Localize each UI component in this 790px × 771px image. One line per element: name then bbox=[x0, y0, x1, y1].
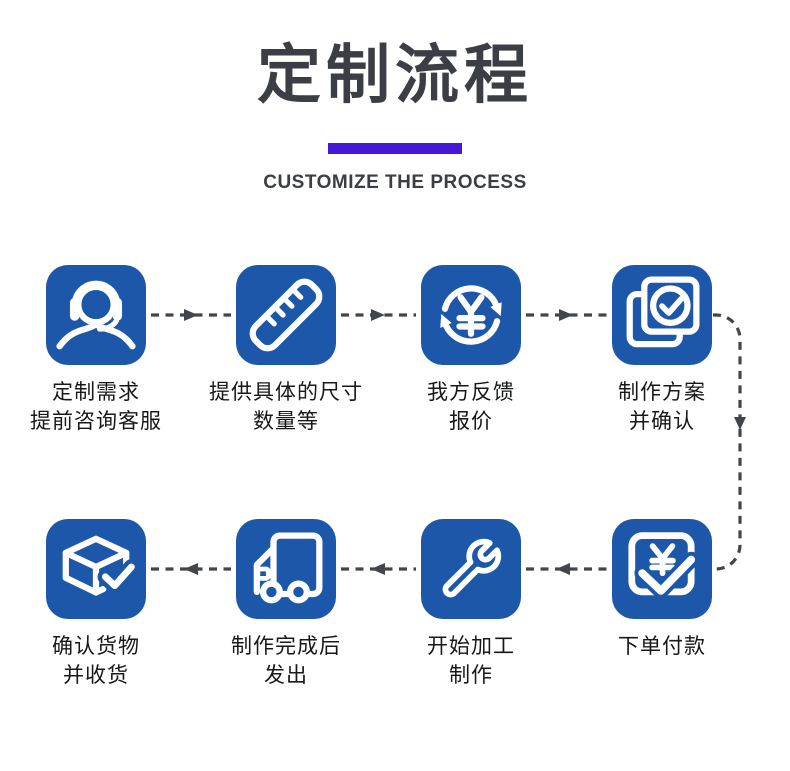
step-label-line2: 并确认 bbox=[629, 410, 695, 433]
step-label: 我方反馈 报价 bbox=[381, 378, 561, 436]
receiving-icon bbox=[46, 519, 146, 619]
price-feedback-icon bbox=[421, 265, 521, 365]
step-label-line2: 数量等 bbox=[253, 410, 319, 433]
step-label-line1: 提供具体的尺寸 bbox=[209, 381, 363, 404]
step-label-line2: 报价 bbox=[449, 410, 493, 433]
shipping-icon bbox=[236, 519, 336, 619]
step-order-payment: 下单付款 bbox=[572, 519, 752, 661]
step-label: 开始加工 制作 bbox=[381, 632, 561, 690]
step-ship-out: 制作完成后 发出 bbox=[196, 519, 376, 690]
order-payment-icon bbox=[612, 519, 712, 619]
step-provide-dimensions: 提供具体的尺寸 数量等 bbox=[196, 265, 376, 436]
step-label: 定制需求 提前咨询客服 bbox=[6, 378, 186, 436]
step-label: 提供具体的尺寸 数量等 bbox=[196, 378, 376, 436]
customer-service-icon bbox=[46, 265, 146, 365]
step-plan-confirmation: 制作方案 并确认 bbox=[572, 265, 752, 436]
step-label: 确认货物 并收货 bbox=[6, 632, 186, 690]
step-label-line2: 发出 bbox=[264, 664, 308, 687]
page-subtitle: CUSTOMIZE THE PROCESS bbox=[263, 172, 527, 193]
accent-divider bbox=[328, 143, 462, 154]
step-start-manufacturing: 开始加工 制作 bbox=[381, 519, 561, 690]
plan-confirmation-icon bbox=[612, 265, 712, 365]
ruler-icon bbox=[236, 265, 336, 365]
step-label-line2: 制作 bbox=[449, 664, 493, 687]
step-label: 制作完成后 发出 bbox=[196, 632, 376, 690]
step-label: 下单付款 bbox=[572, 632, 752, 661]
step-quote-feedback: 我方反馈 报价 bbox=[381, 265, 561, 436]
manufacturing-icon bbox=[421, 519, 521, 619]
step-label-line2: 并收货 bbox=[63, 664, 129, 687]
step-receive-goods: 确认货物 并收货 bbox=[6, 519, 186, 690]
step-label: 制作方案 并确认 bbox=[572, 378, 752, 436]
step-label-line1: 开始加工 bbox=[427, 635, 515, 658]
step-label-line1: 制作方案 bbox=[618, 381, 706, 404]
step-customize-needs: 定制需求 提前咨询客服 bbox=[6, 265, 186, 436]
step-label-line1: 定制需求 bbox=[52, 381, 140, 404]
step-label-line1: 确认货物 bbox=[52, 635, 140, 658]
step-label-line2: 提前咨询客服 bbox=[30, 410, 162, 433]
step-label-line1: 制作完成后 bbox=[231, 635, 341, 658]
step-label-line1: 我方反馈 bbox=[427, 381, 515, 404]
page-title: 定制流程 bbox=[257, 39, 533, 111]
step-label-line1: 下单付款 bbox=[618, 635, 706, 658]
